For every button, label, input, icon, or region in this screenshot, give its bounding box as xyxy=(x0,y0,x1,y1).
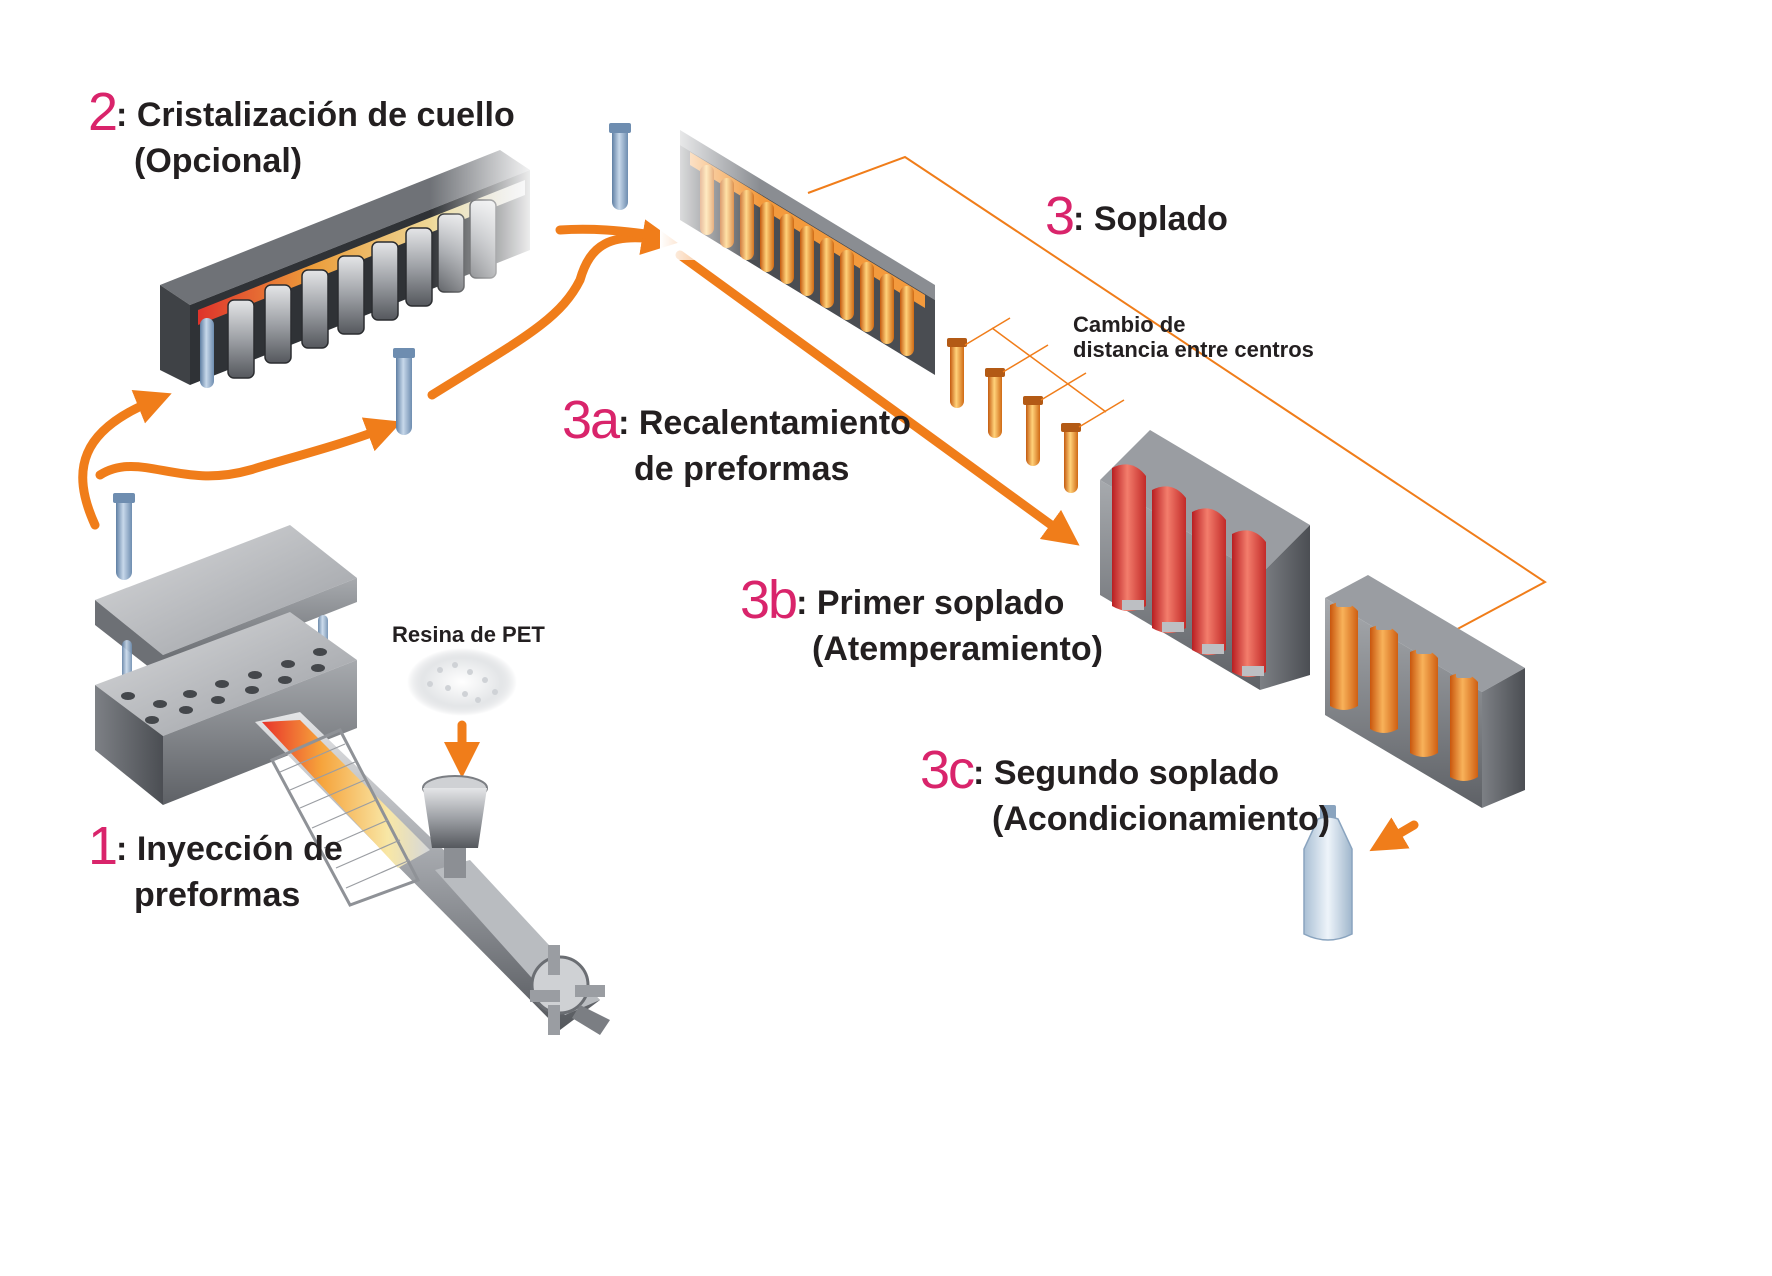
step-1-label: 1: Inyección de preformas xyxy=(88,816,343,915)
resin-pellets-icon xyxy=(407,648,517,716)
pitch-change-label: Cambio de distancia entre centros xyxy=(1073,312,1314,363)
crystallization-unit-icon xyxy=(160,130,540,388)
soplado-bracket xyxy=(807,155,1547,634)
flow-arrow-icon xyxy=(78,219,1419,852)
preform-icon xyxy=(113,123,631,580)
step-3c-number: 3c xyxy=(920,740,975,800)
step-3-label: 3: Soplado xyxy=(1045,186,1228,246)
blow-mold-icon xyxy=(1100,430,1310,690)
step-1-title: Inyección de xyxy=(136,830,343,868)
step-3b-number: 3b xyxy=(740,570,798,630)
step-3a-number: 3a xyxy=(562,390,620,450)
pitch-change-line2: distancia entre centros xyxy=(1073,337,1314,363)
resin-label: Resina de PET xyxy=(392,622,545,647)
blow-mold-icon xyxy=(1325,575,1525,808)
reheating-oven-icon xyxy=(660,120,935,375)
pitch-change-line1: Cambio de xyxy=(1073,312,1186,337)
step-3b-title: Primer soplado xyxy=(816,584,1065,622)
step-3-number: 3 xyxy=(1045,186,1075,246)
step-3c-title: Segundo soplado xyxy=(993,754,1280,792)
step-1-number: 1 xyxy=(88,816,118,876)
step-3a-label: 3a: Recalentamiento de preformas xyxy=(562,390,911,489)
step-3b-subtitle: (Atemperamiento) xyxy=(812,630,1103,669)
step-3c-label: 3c: Segundo soplado (Acondicionamiento) xyxy=(920,740,1331,839)
pitch-dimension-lines xyxy=(964,317,1125,428)
hopper-icon xyxy=(422,775,488,878)
injection-mold-icon xyxy=(95,525,357,805)
bottle-icon xyxy=(1303,805,1353,941)
step-3a-subtitle: de preformas xyxy=(634,450,850,489)
step-2-title: Cristalización de cuello xyxy=(136,96,515,134)
step-3c-subtitle: (Acondicionamiento) xyxy=(992,800,1331,839)
step-3a-title: Recalentamiento xyxy=(638,404,911,442)
preform-icon xyxy=(947,338,1081,493)
injection-screw-icon xyxy=(255,712,610,1035)
step-2-number: 2 xyxy=(88,82,118,142)
step-2-label: 2: Cristalización de cuello (Opcional) xyxy=(88,82,515,181)
step-3b-label: 3b: Primer soplado (Atemperamiento) xyxy=(740,570,1103,669)
step-3-title: Soplado xyxy=(1093,200,1228,238)
step-1-subtitle: preformas xyxy=(134,876,301,915)
step-2-subtitle: (Opcional) xyxy=(134,142,303,181)
